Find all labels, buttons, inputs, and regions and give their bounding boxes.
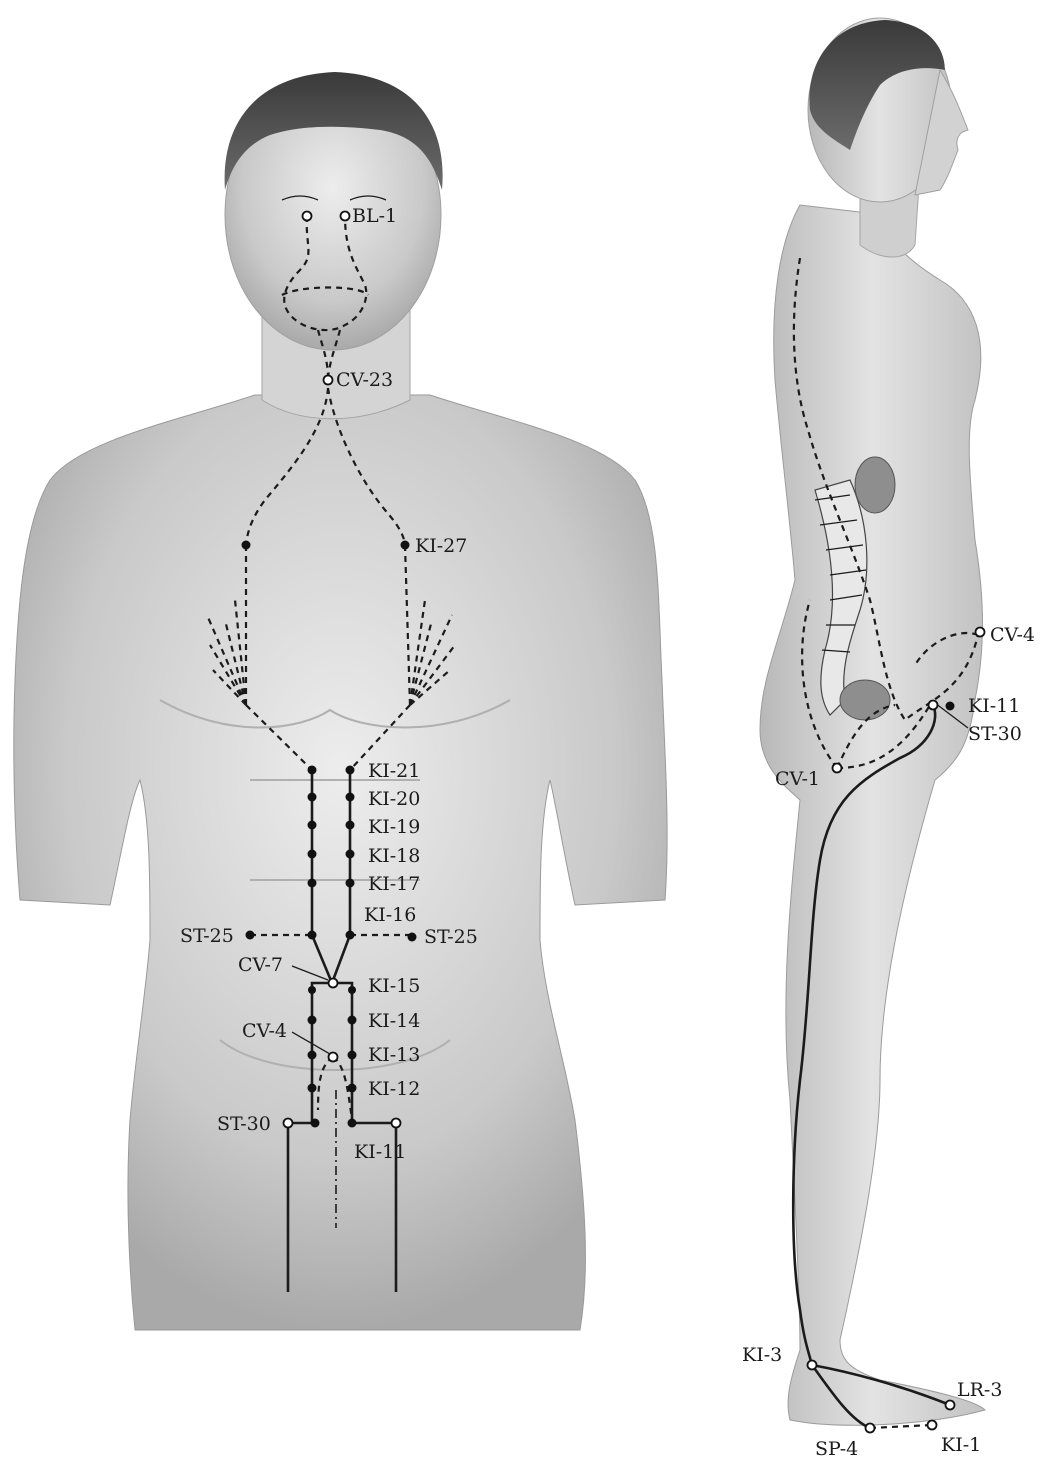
side-bladder	[840, 680, 890, 720]
front-point-ki16-left[interactable]	[308, 931, 317, 940]
front-point-ki19-right[interactable]	[346, 821, 355, 830]
label-ki14: KI-14	[368, 1010, 420, 1032]
label-ki20: KI-20	[368, 788, 420, 810]
front-point-ki11-left[interactable]	[311, 1119, 320, 1128]
label-cv23: CV-23	[336, 369, 393, 391]
front-point-bl1-left[interactable]	[303, 212, 312, 221]
front-point-ki14-left[interactable]	[308, 1016, 317, 1025]
front-figure	[14, 72, 667, 1330]
front-point-ki17-left[interactable]	[308, 879, 317, 888]
side-point-cv1[interactable]	[833, 764, 842, 773]
front-body-silhouette	[14, 395, 667, 1330]
front-point-ki18-left[interactable]	[308, 850, 317, 859]
front-point-cv23[interactable]	[324, 376, 333, 385]
label-ki18: KI-18	[368, 845, 420, 867]
side-kidney	[855, 457, 895, 513]
label-ki17: KI-17	[368, 873, 420, 895]
label-side-ki1: KI-1	[941, 1434, 981, 1456]
side-sole-path	[870, 1425, 932, 1428]
front-point-ki20-left[interactable]	[308, 793, 317, 802]
side-point-lr3[interactable]	[946, 1401, 955, 1410]
label-side-cv1: CV-1	[775, 768, 820, 790]
front-point-bl1-right[interactable]	[341, 212, 350, 221]
side-point-cv4[interactable]	[976, 628, 985, 637]
side-point-ki3[interactable]	[808, 1361, 817, 1370]
front-point-ki19-left[interactable]	[308, 821, 317, 830]
front-point-st30-left[interactable]	[284, 1119, 293, 1128]
front-point-st25-left[interactable]	[246, 931, 255, 940]
label-cv4-front: CV-4	[242, 1020, 287, 1042]
front-point-ki27-left[interactable]	[242, 541, 251, 550]
label-ki15: KI-15	[368, 975, 420, 997]
front-point-ki15-left[interactable]	[308, 986, 316, 994]
label-ki11-front: KI-11	[354, 1141, 406, 1163]
label-ki27: KI-27	[415, 535, 467, 557]
side-point-st30[interactable]	[929, 701, 938, 710]
front-point-ki21-left[interactable]	[308, 766, 317, 775]
side-point-ki1[interactable]	[928, 1421, 937, 1430]
side-point-sp4[interactable]	[866, 1424, 875, 1433]
front-point-ki18-right[interactable]	[346, 850, 355, 859]
front-point-ki13-left[interactable]	[308, 1051, 317, 1060]
label-bl1: BL-1	[352, 205, 397, 227]
front-point-ki15-right[interactable]	[348, 986, 356, 994]
front-point-ki13-right[interactable]	[348, 1051, 357, 1060]
front-point-ki27-right[interactable]	[401, 541, 410, 550]
label-ki21: KI-21	[368, 760, 420, 782]
label-cv7: CV-7	[238, 954, 283, 976]
front-point-ki12-left[interactable]	[308, 1084, 317, 1093]
front-point-ki11-right[interactable]	[348, 1119, 357, 1128]
label-st25-left: ST-25	[180, 925, 234, 947]
front-point-ki21-right[interactable]	[346, 766, 355, 775]
label-st25-right: ST-25	[424, 926, 478, 948]
front-point-ki14-right[interactable]	[348, 1016, 357, 1025]
front-point-cv7[interactable]	[329, 979, 338, 988]
label-side-sp4: SP-4	[815, 1438, 858, 1460]
front-point-ki16-right[interactable]	[346, 931, 355, 940]
label-side-ki3: KI-3	[742, 1344, 782, 1366]
label-side-cv4: CV-4	[990, 624, 1035, 646]
side-point-ki11[interactable]	[946, 702, 955, 711]
label-ki16: KI-16	[364, 904, 416, 926]
front-point-ki20-right[interactable]	[346, 793, 355, 802]
label-ki13: KI-13	[368, 1044, 420, 1066]
front-point-st25-right[interactable]	[408, 933, 417, 942]
front-point-ki12-right[interactable]	[348, 1084, 357, 1093]
label-st30-front: ST-30	[217, 1113, 271, 1135]
label-side-st30: ST-30	[968, 723, 1022, 745]
label-side-ki11: KI-11	[968, 695, 1020, 717]
front-point-cv4[interactable]	[329, 1053, 338, 1062]
front-point-st30-right[interactable]	[392, 1119, 401, 1128]
front-point-ki17-right[interactable]	[346, 879, 355, 888]
label-ki12: KI-12	[368, 1078, 420, 1100]
label-side-lr3: LR-3	[957, 1379, 1002, 1401]
label-ki19: KI-19	[368, 816, 420, 838]
